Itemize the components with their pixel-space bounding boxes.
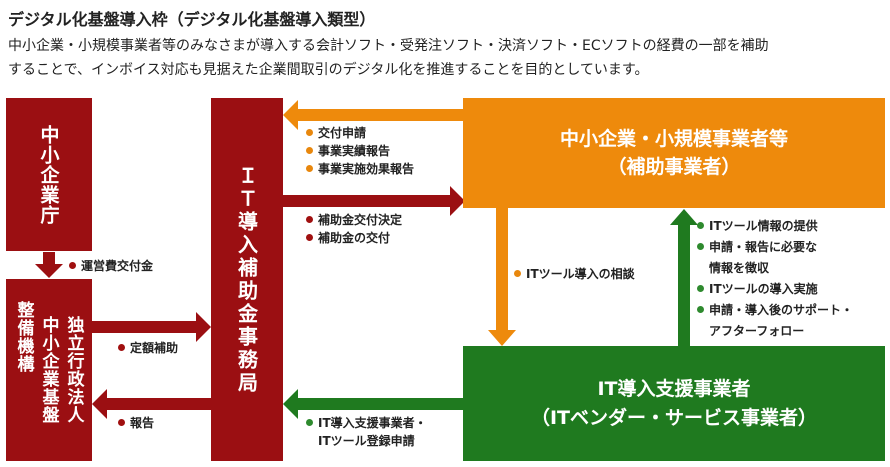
bullet-dot xyxy=(69,262,76,269)
flow-label: ITツール情報の提供 xyxy=(697,216,853,237)
arrow-smrj-to-office xyxy=(92,312,211,342)
bullet-dot xyxy=(118,344,125,351)
flow-label: 事業実績報告 xyxy=(306,142,414,160)
smrj-to-office-label: 定額補助 xyxy=(118,339,178,357)
arrow-office-to-sme xyxy=(283,186,465,216)
smrj-label-line-1: 独立行政法人 xyxy=(63,316,84,424)
office-to-sme-labels: 補助金交付決定 補助金の交付 xyxy=(306,211,402,247)
flow-label: 補助金の交付 xyxy=(306,229,402,247)
bullet-dot xyxy=(697,243,704,250)
bullet-dot xyxy=(306,165,313,172)
vendor-box: IT導入支援事業者 （ITベンダー・サービス事業者） xyxy=(463,346,885,461)
agency-box: 中小企業庁 xyxy=(6,98,92,251)
flow-label: ITツールの導入実施 xyxy=(697,279,853,300)
sme-label-line-2: （補助事業者） xyxy=(607,156,741,178)
vendor-label-line-2: （ITベンダー・サービス事業者） xyxy=(530,406,818,429)
bullet-dot xyxy=(306,419,313,426)
bullet-dot xyxy=(697,285,704,292)
flow-label: 情報を徴収 xyxy=(709,261,770,275)
smrj-label-line-2: 中小企業基盤 xyxy=(38,316,59,424)
smrj-box: 独立行政法人 中小企業基盤 整備機構 xyxy=(6,279,92,461)
vendor-to-office-label: IT導入支援事業者・ ITツール登録申請 xyxy=(306,414,427,450)
flow-label: 申請・導入後のサポート・ xyxy=(697,300,853,321)
bullet-dot xyxy=(306,216,313,223)
arrow-sme-to-vendor xyxy=(488,208,516,346)
office-label: ＩＴ導入補助金事務局 xyxy=(234,164,259,395)
flow-label: 交付申請 xyxy=(306,124,414,142)
arrow-sme-to-office xyxy=(283,100,463,130)
agency-to-smrj-label: 運営費交付金 xyxy=(69,257,153,275)
description-line-2: することで、インボイス対応も見据えた企業間取引のデジタル化を推進することを目的と… xyxy=(8,62,649,78)
bullet-dot xyxy=(306,147,313,154)
office-box: ＩＴ導入補助金事務局 xyxy=(211,98,283,461)
smrj-label-line-3: 整備機構 xyxy=(13,301,34,373)
bullet-dot xyxy=(697,306,704,313)
bullet-dot xyxy=(118,419,125,426)
sme-to-office-labels: 交付申請 事業実績報告 事業実施効果報告 xyxy=(306,124,414,178)
vendor-to-sme-labels: ITツール情報の提供 申請・報告に必要な 情報を徴収 ITツールの導入実施 申請… xyxy=(697,216,853,342)
page-title: デジタル化基盤導入枠（デジタル化基盤導入類型） xyxy=(8,10,376,29)
sme-box: 中小企業・小規模事業者等 （補助事業者） xyxy=(463,98,885,208)
arrow-agency-to-smrj xyxy=(35,252,63,278)
flow-label: 申請・報告に必要な xyxy=(697,237,853,258)
arrow-office-to-smrj xyxy=(92,389,211,419)
agency-label: 中小企業庁 xyxy=(37,124,60,225)
office-to-smrj-label: 報告 xyxy=(118,414,154,432)
sme-to-vendor-label: ITツール導入の相談 xyxy=(514,265,635,283)
vendor-label-line-1: IT導入支援事業者 xyxy=(597,377,751,400)
sme-label-line-1: 中小企業・小規模事業者等 xyxy=(559,128,788,150)
arrow-vendor-to-office xyxy=(283,389,463,419)
flow-label: 事業実施効果報告 xyxy=(306,160,414,178)
flow-label: アフターフォロー xyxy=(709,324,805,338)
bullet-dot xyxy=(306,129,313,136)
bullet-dot xyxy=(514,270,521,277)
bullet-dot xyxy=(697,222,704,229)
flow-label: 補助金交付決定 xyxy=(306,211,402,229)
bullet-dot xyxy=(306,234,313,241)
arrow-vendor-to-sme xyxy=(670,209,698,346)
page-description: 中小企業・小規模事業者等のみなさまが導入する会計ソフト・受発注ソフト・決済ソフト… xyxy=(8,34,769,82)
description-line-1: 中小企業・小規模事業者等のみなさまが導入する会計ソフト・受発注ソフト・決済ソフト… xyxy=(8,38,769,54)
